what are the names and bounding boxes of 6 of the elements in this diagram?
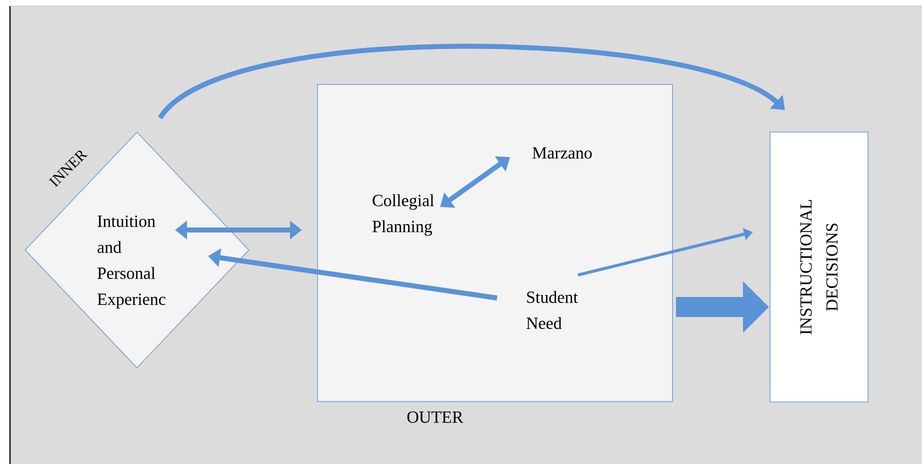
arrow bbox=[158, 44, 785, 120]
text-label: Student Need bbox=[526, 291, 578, 329]
text-label: Collegial Planning bbox=[372, 194, 434, 236]
process-box: INSTRUCTIONAL DECISIONS bbox=[770, 132, 868, 402]
text-label: Marzano bbox=[532, 147, 592, 159]
node-label: OUTER bbox=[407, 411, 464, 423]
